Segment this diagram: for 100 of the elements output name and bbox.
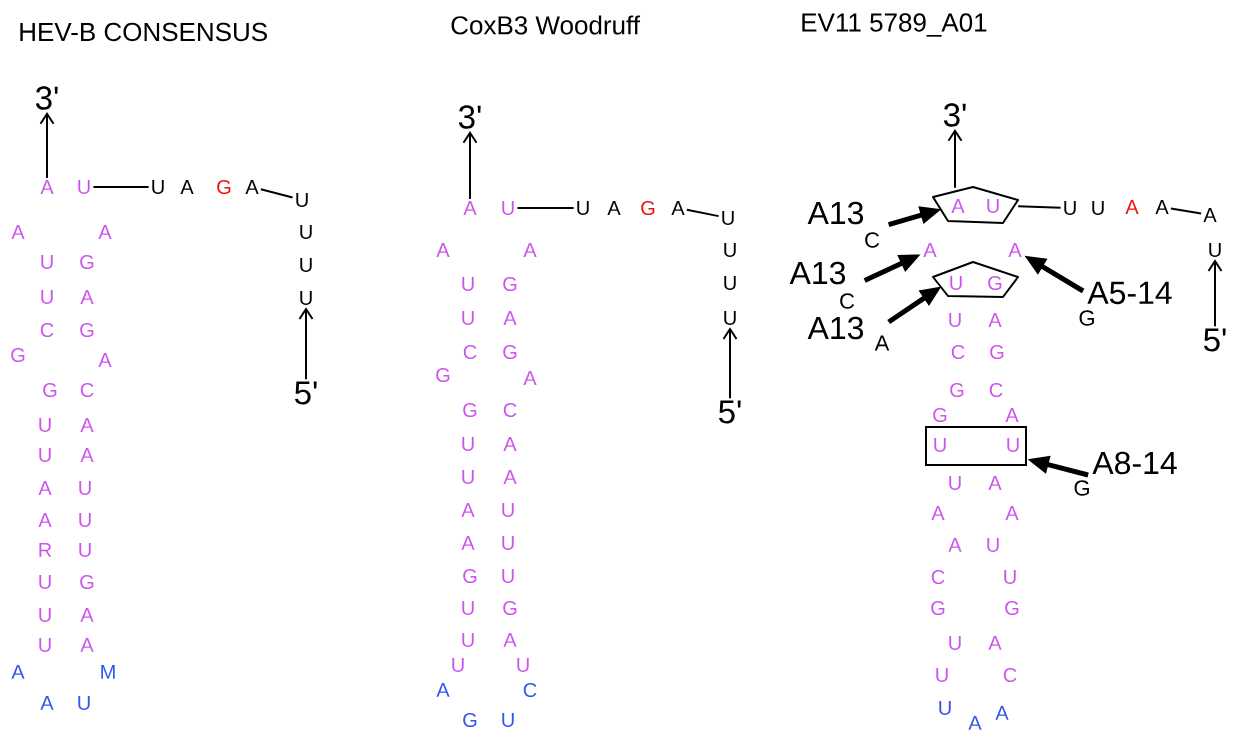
nucleotide-letter: U — [939, 701, 951, 715]
nucleotide-letter: U — [39, 448, 51, 462]
nucleotide-letter: U — [39, 575, 51, 589]
nucleotide-letter: A — [98, 225, 112, 239]
nucleotide-letter: A — [38, 481, 52, 495]
end-label: 3' — [943, 103, 966, 127]
nucleotide-letter: C — [523, 682, 537, 698]
mutation-label: A8-14 — [1092, 451, 1177, 475]
nucleotide-letter: A — [1203, 208, 1217, 222]
nucleotide-letter: G — [988, 275, 1002, 291]
nucleotide-letter: U — [79, 481, 91, 495]
nucleotide-letter: C — [989, 382, 1003, 398]
nucleotide-letter: A — [523, 371, 537, 385]
arrow — [298, 307, 314, 381]
nucleotide-letter: U — [41, 290, 53, 304]
nucleotide-letter: G — [463, 402, 477, 418]
nucleotide-letter: A — [1155, 200, 1169, 214]
nucleotide-letter: A — [461, 536, 475, 550]
nucleotide-letter: G — [80, 322, 94, 338]
arrow — [39, 111, 55, 179]
nucleotide-letter: U — [936, 668, 948, 682]
nucleotide-letter: C — [503, 402, 517, 418]
panel-title: CoxB3 Woodruff — [451, 15, 641, 35]
nucleotide-letter: A — [461, 503, 475, 517]
nucleotide-letter: A — [988, 636, 1002, 650]
nucleotide-letter: U — [987, 538, 999, 552]
nucleotide-letter: U — [462, 633, 474, 647]
nucleotide-letter: G — [990, 344, 1004, 360]
nucleotide-letter: A — [523, 243, 537, 257]
nucleotide-letter: U — [39, 608, 51, 622]
nucleotide-letter: G — [641, 200, 655, 216]
panel-title: EV11 5789_A01 — [802, 13, 987, 37]
nucleotide-letter: G — [931, 600, 945, 616]
nucleotide-letter: U — [462, 470, 474, 484]
nucleotide-letter: U — [517, 658, 529, 672]
end-label: 5' — [1204, 328, 1226, 352]
nucleotide-letter: G — [11, 347, 25, 363]
nucleotide-letter: A — [1125, 200, 1139, 214]
nucleotide-letter: U — [296, 193, 308, 207]
substitution-letter: G — [1079, 310, 1094, 326]
nucleotide-letter: M — [101, 665, 115, 679]
nucleotide-letter: U — [300, 291, 312, 305]
nucleotide-letter: A — [948, 538, 962, 552]
nucleotide-letter: A — [80, 608, 94, 622]
nucleotide-letter: C — [40, 322, 54, 338]
backbone-line — [516, 207, 575, 209]
mutation-label: A13 — [807, 201, 864, 225]
substitution-letter: A — [874, 335, 890, 351]
nucleotide-letter: U — [502, 536, 514, 550]
nucleotide-letter: A — [436, 243, 450, 257]
nucleotide-letter: A — [923, 243, 937, 257]
panel-title: HEV-B CONSENSUS — [20, 22, 267, 42]
nucleotide-letter: A — [931, 506, 945, 520]
end-label: 5' — [719, 400, 741, 424]
mutation-label: A5-14 — [1087, 281, 1172, 305]
nucleotide-letter: A — [463, 201, 477, 215]
nucleotide-letter: A — [503, 311, 517, 325]
nucleotide-letter: U — [722, 211, 734, 225]
nucleotide-letter: C — [1003, 667, 1017, 683]
nucleotide-letter: U — [1004, 570, 1016, 584]
nucleotide-letter: G — [503, 276, 517, 292]
nucleotide-letter: A — [436, 683, 450, 697]
nucleotide-letter: A — [11, 665, 25, 679]
nucleotide-letter: U — [78, 180, 90, 194]
backbone-line — [1169, 207, 1203, 215]
arrow — [947, 128, 963, 189]
nucleotide-letter: U — [78, 696, 90, 710]
backbone-line — [259, 188, 294, 199]
nucleotide-letter: U — [300, 225, 312, 239]
nucleotide-letter: G — [80, 574, 94, 590]
nucleotide-letter: A — [995, 706, 1009, 720]
nucleotide-letter: U — [577, 201, 589, 215]
nucleotide-letter: A — [968, 716, 982, 730]
arrow — [1207, 259, 1223, 328]
substitution-letter: C — [865, 232, 880, 248]
end-label: 3' — [35, 86, 58, 110]
nucleotide-letter: G — [436, 367, 450, 383]
nucleotide-letter: A — [38, 513, 52, 527]
nucleotide-letter: A — [607, 201, 621, 215]
nucleotide-letter: A — [80, 290, 94, 304]
nucleotide-letter: U — [724, 311, 736, 325]
nucleotide-letter: U — [462, 601, 474, 615]
mutation-label: A13 — [789, 261, 846, 285]
arrow — [462, 130, 478, 200]
nucleotide-letter: G — [950, 382, 964, 398]
nucleotide-letter: U — [934, 438, 946, 452]
nucleotide-letter: U — [79, 513, 91, 527]
nucleotide-letter: G — [43, 382, 57, 398]
substitution-letter: C — [840, 293, 855, 309]
nucleotide-letter: A — [245, 180, 259, 194]
nucleotide-letter: G — [80, 254, 94, 270]
nucleotide-letter: U — [502, 713, 514, 727]
nucleotide-letter: A — [80, 418, 94, 432]
nucleotide-letter: A — [98, 353, 112, 367]
nucleotide-letter: A — [503, 470, 517, 484]
nucleotide-letter: U — [724, 276, 736, 290]
backbone-line — [1017, 205, 1062, 209]
nucleotide-letter: A — [11, 225, 25, 239]
nucleotide-letter: A — [1008, 243, 1022, 257]
arrow — [722, 327, 738, 400]
